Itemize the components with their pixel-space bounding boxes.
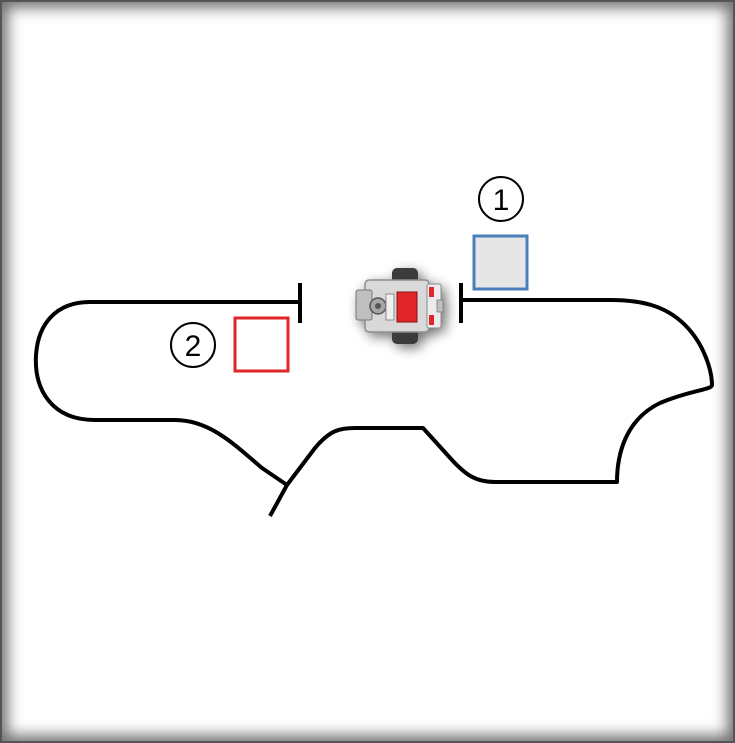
zone-1-label: 1 bbox=[493, 184, 510, 217]
zone-1-square bbox=[472, 234, 529, 291]
zone-2-label: 2 bbox=[185, 330, 202, 363]
zone-2-marker: 2 bbox=[170, 322, 216, 368]
robot-icon bbox=[355, 268, 444, 344]
zone-2-square bbox=[233, 316, 290, 373]
track-line bbox=[33, 298, 714, 517]
zone-1-marker: 1 bbox=[478, 176, 524, 222]
